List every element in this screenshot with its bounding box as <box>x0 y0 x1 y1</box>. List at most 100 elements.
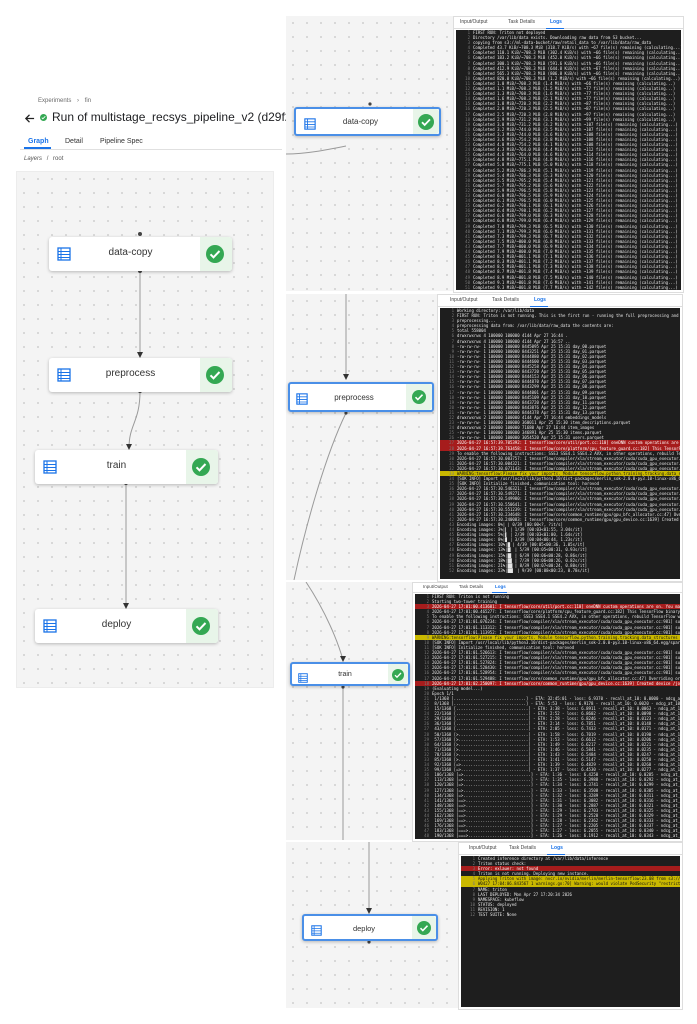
log-line-number: 30 <box>424 741 429 747</box>
log-line: 30 64/1368 [>...........................… <box>415 742 680 747</box>
log-line-text: Encoding images: 0%| | 0/39 [00:00<?, ?i… <box>457 521 563 527</box>
log-line-text: Completed 8.3 MiB/~801.1 MiB (7.2 MiB/s)… <box>473 259 678 265</box>
log-line-number: 32 <box>424 751 429 757</box>
log-line-number: 28 <box>465 167 470 173</box>
log-line: 24 22/1368 [............................… <box>415 711 680 716</box>
log-line-text: Triton status check: <box>478 861 527 867</box>
log-line-number: 23 <box>449 420 454 426</box>
log-line: 20-rw-rw-rw- 1 100000 100000 8443876 Apr… <box>440 405 680 410</box>
tab-logs-underline <box>530 305 548 307</box>
log-line-text: -rw-rw-rw- 1 100000 100000 8444600 Apr 2… <box>457 358 607 364</box>
breadcrumb-experiments[interactable]: Experiments <box>38 98 72 104</box>
log-line-text: 64/1368 [>.............................]… <box>434 741 680 747</box>
node-data-copy[interactable]: data-copy <box>49 237 232 271</box>
log-line-number: 21 <box>424 695 429 701</box>
tab-task-details[interactable]: Task Details <box>492 297 519 303</box>
tab-logs[interactable]: Logs <box>495 584 506 589</box>
log-line-text: 2026-04-27 17:01:01.527824: I tensorflow… <box>432 660 680 666</box>
node-deploy-selected[interactable]: deploy <box>302 914 438 941</box>
log-line-text: 2026-04-27 16:57:30.003757: I tensorflow… <box>457 455 680 461</box>
log-line-number: 12 <box>470 912 475 918</box>
tab-input-output[interactable]: Input/Output <box>450 297 478 303</box>
breadcrumb-experiment-name[interactable]: fin <box>84 98 92 104</box>
log-line-number: 9 <box>467 70 470 76</box>
tab-logs[interactable]: Logs <box>534 297 546 303</box>
tab-graph[interactable]: Graph <box>28 138 49 145</box>
node-preprocess-selected[interactable]: preprocess <box>288 382 434 412</box>
node-train-selected[interactable]: train <box>290 662 410 686</box>
log-line-number: 3 <box>467 40 470 46</box>
log-line-number: 1 <box>451 308 454 313</box>
layers-root[interactable]: root <box>53 156 64 162</box>
log-line-number: 4 <box>472 871 475 877</box>
log-line-text: copying from s3://ml-data-bucket/raw/ret… <box>473 40 652 46</box>
log-line-text: 134/1368 [=>............................… <box>434 792 680 798</box>
node-preprocess[interactable]: preprocess <box>49 358 232 392</box>
log-line-number: 46 <box>449 537 454 543</box>
log-line-number: 14 <box>449 374 454 380</box>
log-line-number: 41 <box>424 797 429 803</box>
edge-start-dot <box>341 685 345 689</box>
log-line-text: Encoding images: 5%|▌ | 2/39 [00:03<01:0… <box>457 532 583 538</box>
log-line: 23 15/1368 [............................… <box>415 706 680 711</box>
node-deploy[interactable]: deploy <box>35 609 218 643</box>
log-line-number: 7 <box>467 60 470 66</box>
log-line-number: 10 <box>470 901 475 907</box>
node-label: preprocess <box>334 393 374 402</box>
tab-input-output[interactable]: Input/Output <box>469 845 497 851</box>
log-line-number: 21 <box>465 131 470 137</box>
log-line-number: 51 <box>465 284 470 290</box>
tab-task-details[interactable]: Task Details <box>508 19 535 25</box>
tab-input-output[interactable]: Input/Output <box>460 19 488 25</box>
tab-logs[interactable]: Logs <box>550 19 562 25</box>
tab-task-details[interactable]: Task Details <box>459 584 484 589</box>
log-line: 42 148/1368 [==>........................… <box>415 803 680 808</box>
log-line: 34[SOK INFO] Import /usr/local/lib/pytho… <box>440 476 680 481</box>
log-line-number: 13 <box>449 369 454 375</box>
log-line-text: [SOK INFO] Import /usr/local/lib/python3… <box>432 639 680 645</box>
graph-canvas[interactable]: data-copy preprocess train deploy <box>16 171 274 688</box>
log-line: 32 78/1368 [>...........................… <box>415 752 680 757</box>
log-line-text: Completed 7.3 MiB/~799.3 MiB (6.7 MiB/s)… <box>473 233 678 239</box>
log-line-text: Completed 5.0 MiB/~775.1 MiB (5.0 MiB/s)… <box>473 162 678 168</box>
data-copy-graph-crop <box>286 16 453 291</box>
log-line-number: 47 <box>465 264 470 270</box>
log-line-number: 15 <box>449 379 454 385</box>
back-arrow-icon[interactable] <box>24 111 35 123</box>
tab-detail[interactable]: Detail <box>65 138 83 145</box>
log-line-text: Completed 5.2 MiB/~786.3 MiB (5.1 MiB/s)… <box>473 167 678 173</box>
log-line-number: 16 <box>449 384 454 390</box>
log-line-text: 176/1368 [==>...........................… <box>434 823 680 829</box>
log-line-text: To enable the following instructions: SS… <box>457 450 680 456</box>
log-line-text: preprocessing data from: /var/lib/data/r… <box>457 323 614 329</box>
log-line-number: 6 <box>467 55 470 61</box>
log-line-text: 127/1368 [=>............................… <box>434 787 680 793</box>
tab-pipeline-spec[interactable]: Pipeline Spec <box>100 138 143 145</box>
log-line-text: -rw-rw-rw- 1 100000 100000 8444378 Apr 2… <box>457 409 607 415</box>
node-train[interactable]: train <box>35 450 218 484</box>
log-line-text: Completed 8.9 MiB/~801.8 MiB (7.5 MiB/s)… <box>473 274 678 280</box>
tab-logs[interactable]: Logs <box>551 845 563 851</box>
log-line-text: NAMESPACE: kubeflow <box>478 896 524 902</box>
edge-arrowhead <box>343 374 349 380</box>
log-line-text: -rw-rw-rw- 1 100000 100000 8443251 Apr 2… <box>457 348 607 354</box>
tab-input-output[interactable]: Input/Output <box>423 584 448 589</box>
table-icon <box>43 619 57 633</box>
node-data-copy-selected[interactable]: data-copy <box>294 107 441 136</box>
tab-task-details[interactable]: Task Details <box>509 845 536 851</box>
log-line-number: 31 <box>424 746 429 752</box>
log-line-number: 13 <box>465 91 470 97</box>
log-line-text: Completed 4.6 MiB/~764.0 MiB (4.6 MiB/s)… <box>473 152 678 158</box>
